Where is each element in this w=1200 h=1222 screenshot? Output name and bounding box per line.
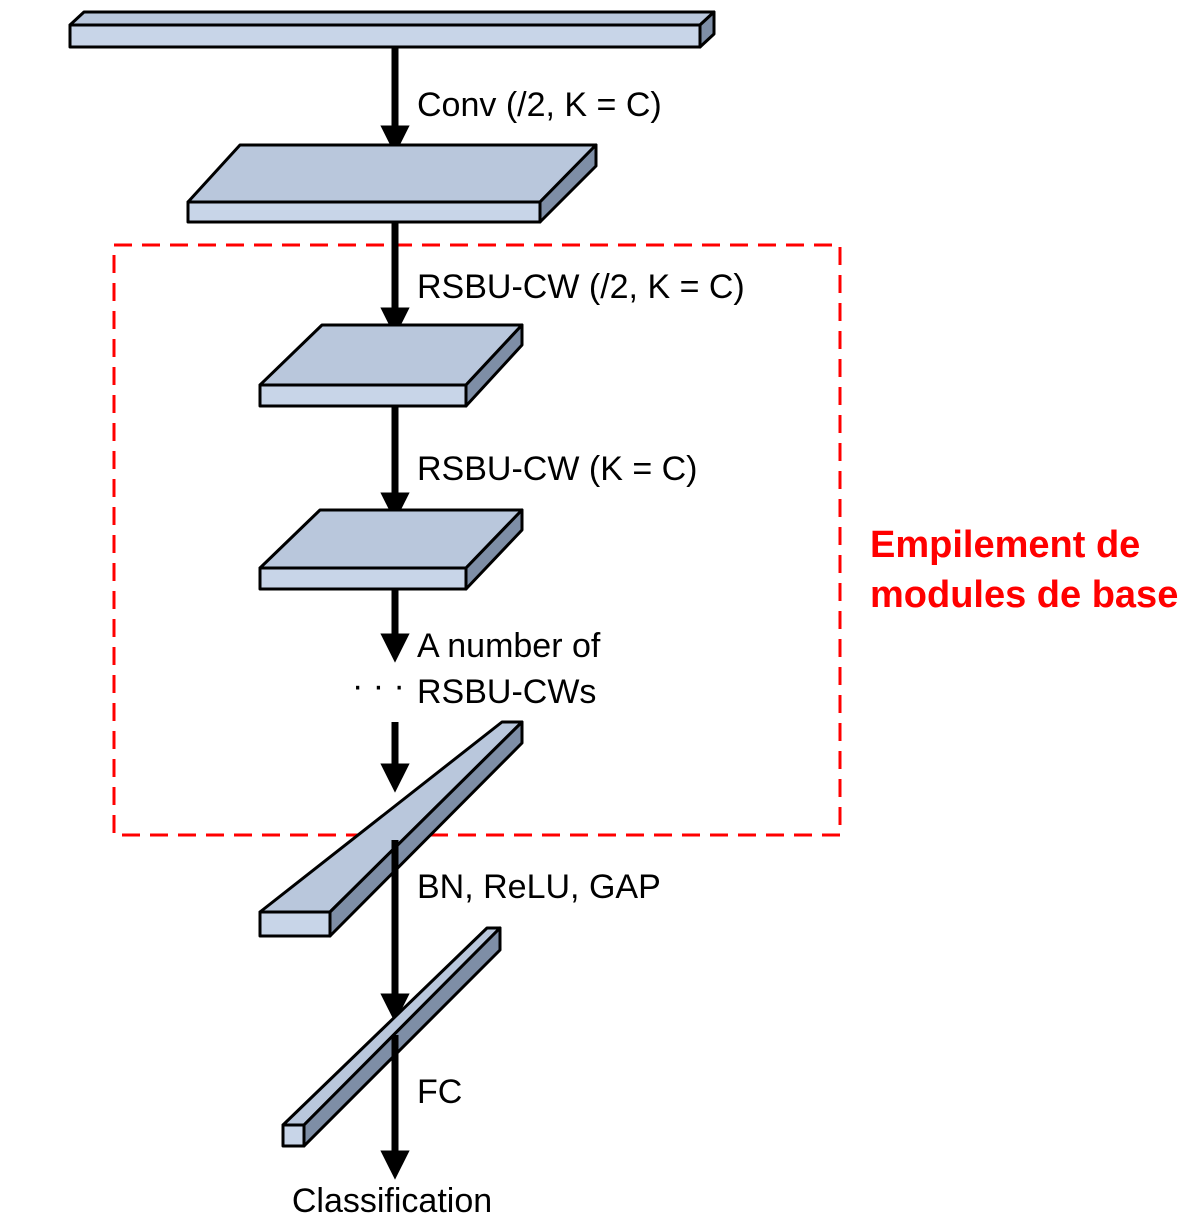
rsbu-cw-1-output-slab [258,323,524,408]
ellipsis-dots: · · · [352,667,405,705]
stage-label-conv: Conv (/2, K = C) [417,86,662,124]
gap-output-vector [281,926,502,1148]
group-note-line1: Empilement de [870,524,1140,566]
stage-label-number-of-line2: RSBU-CWs [417,673,596,711]
stage-label-fc: FC [417,1073,462,1111]
rsbu-cw-2-output-slab [258,508,524,591]
stage-label-rsbu-cw-1: RSBU-CW (/2, K = C) [417,268,745,306]
basic-modules-group-box [112,243,842,837]
input-feature-slab [68,10,716,49]
stage-label-bn-relu-gap: BN, ReLU, GAP [417,868,661,906]
stage-label-number-of-line1: A number of [417,627,601,665]
final-block-output-slab [258,720,524,938]
stage-label-rsbu-cw-2: RSBU-CW (K = C) [417,450,698,488]
output-label-classification: Classification [292,1182,492,1220]
group-note-line2: modules de base [870,574,1178,616]
conv-output-slab [186,143,598,224]
